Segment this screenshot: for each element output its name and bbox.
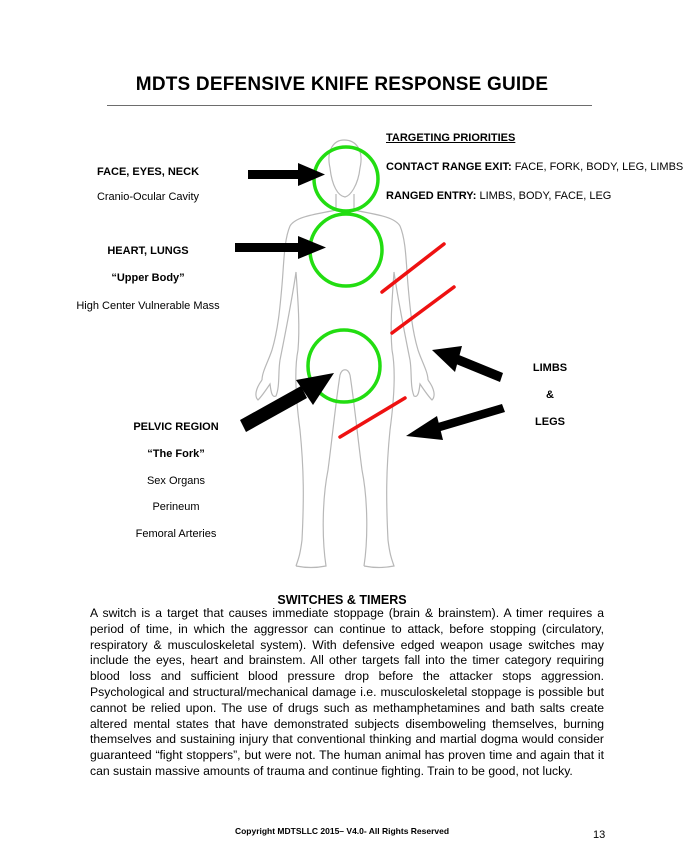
target-circle-head <box>314 147 378 211</box>
slash-mark-upper-arm <box>382 244 444 292</box>
ranged-entry-label: RANGED ENTRY: <box>386 190 476 202</box>
switches-title: SWITCHES & TIMERS <box>0 593 684 607</box>
contact-range-label: CONTACT RANGE EXIT: <box>386 161 512 173</box>
targeting-heading: TARGETING PRIORITIES <box>386 132 515 144</box>
slash-mark-thigh <box>340 398 405 437</box>
heart-quote: “Upper Body” <box>80 272 216 284</box>
target-circle-chest <box>310 214 382 286</box>
face-label: FACE, EYES, NECK <box>80 166 216 178</box>
ranged-entry-line: RANGED ENTRY: LIMBS, BODY, FACE, LEG <box>386 190 611 202</box>
pelvic-quote: “The Fork” <box>108 448 244 460</box>
heart-label: HEART, LUNGS <box>80 245 216 257</box>
arrow-legs-icon <box>406 404 505 440</box>
legs-label: LEGS <box>520 416 580 428</box>
limbs-ampersand: & <box>520 389 580 401</box>
arrows <box>235 163 505 440</box>
pelvic-item: Femoral Arteries <box>108 528 244 540</box>
page-number: 13 <box>593 829 605 841</box>
pelvic-item: Sex Organs <box>108 475 244 487</box>
slash-mark-forearm <box>392 287 454 333</box>
human-body-outline <box>256 140 434 568</box>
copyright-footer: Copyright MDTSLLC 2015– V4.0- All Rights… <box>0 826 684 836</box>
limbs-label: LIMBS <box>520 362 580 374</box>
contact-range-value: FACE, FORK, BODY, LEG, LIMBS <box>512 161 684 173</box>
ranged-entry-value: LIMBS, BODY, FACE, LEG <box>476 190 611 202</box>
pelvic-label: PELVIC REGION <box>108 421 244 433</box>
arrow-pelvis-icon <box>240 373 334 432</box>
switches-paragraph: A switch is a target that causes immedia… <box>90 606 604 780</box>
contact-range-line: CONTACT RANGE EXIT: FACE, FORK, BODY, LE… <box>386 161 683 173</box>
arrow-limbs-icon <box>432 346 503 382</box>
pelvic-item: Perineum <box>108 501 244 513</box>
face-sublabel: Cranio-Ocular Cavity <box>80 191 216 203</box>
heart-sublabel: High Center Vulnerable Mass <box>60 300 236 312</box>
